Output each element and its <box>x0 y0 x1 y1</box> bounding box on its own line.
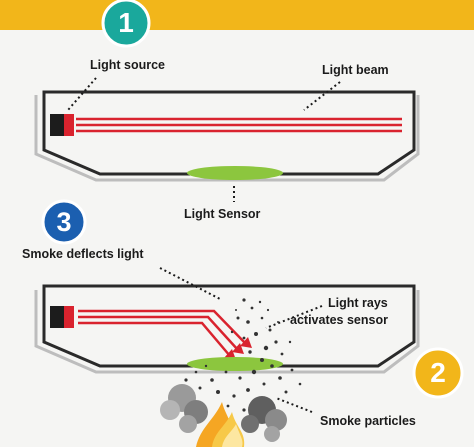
bottom-beam-1 <box>78 309 247 345</box>
bottom-chamber-outline-outer <box>34 290 420 374</box>
bottom-light-sensor <box>187 357 283 371</box>
bottom-chamber-outline <box>42 284 416 368</box>
beam-arrowhead-1 <box>240 337 252 348</box>
top-light-source <box>50 114 64 136</box>
light-source-label: Light source <box>90 58 166 72</box>
top-light-source-glow <box>64 114 74 136</box>
top-chamber-outline-outer <box>34 95 420 182</box>
smoke-cloud-right <box>241 396 287 442</box>
light-beam-label: Light beam <box>322 63 389 77</box>
smoke-particles-leader <box>275 397 313 413</box>
smoke-deflects-leader <box>159 267 223 301</box>
step-2-number: 2 <box>430 357 446 388</box>
activates-sensor-label: activates sensor <box>290 313 388 327</box>
step-2-badge <box>412 347 464 399</box>
top-chamber <box>34 77 420 202</box>
smoke-deflects-label: Smoke deflects light <box>22 247 144 261</box>
light-rays-leader <box>265 305 323 329</box>
beam-arrowhead-2 <box>232 343 244 354</box>
top-chamber-outline <box>42 90 416 176</box>
bottom-light-source <box>50 306 64 328</box>
light-rays-label: Light rays <box>328 296 388 310</box>
step-1-number: 1 <box>118 7 134 38</box>
smoke-particles-label: Smoke particles <box>320 414 416 428</box>
bottom-beam-2 <box>78 315 239 351</box>
smoke-cloud-left <box>160 384 208 433</box>
background-panel <box>0 30 474 447</box>
step-3-number: 3 <box>56 207 72 237</box>
top-light-sensor <box>187 166 283 180</box>
bottom-light-source-glow <box>64 306 74 328</box>
step-1-badge <box>101 0 151 48</box>
bottom-chamber <box>34 267 420 413</box>
light-source-leader <box>67 77 97 111</box>
fire-flames <box>196 402 245 447</box>
bottom-beam-3 <box>78 321 231 357</box>
light-sensor-label: Light Sensor <box>184 207 261 221</box>
step-3-badge <box>41 199 87 245</box>
